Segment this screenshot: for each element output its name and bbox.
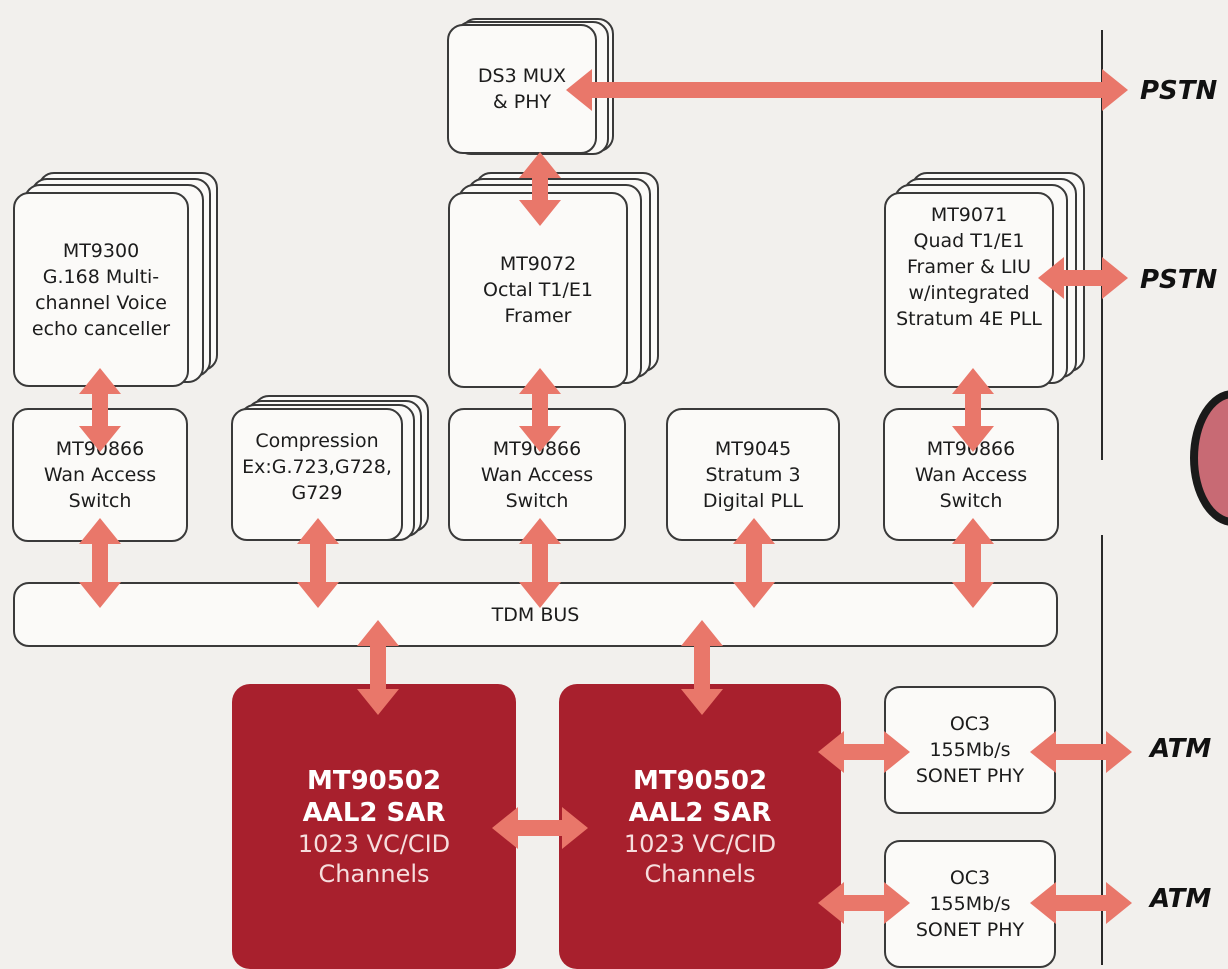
arrow-mt9072-to-switch <box>519 368 561 452</box>
arrow-mt9071-to-switch <box>952 368 994 452</box>
arrow-ds3-to-mt9072 <box>519 152 561 226</box>
arrow-bus-to-sar-right <box>681 620 723 715</box>
arrow-oc3-top-to-atm <box>1030 731 1132 773</box>
arrow-oc3-bottom-to-atm <box>1030 882 1132 924</box>
arrow-sar-to-sar <box>492 807 588 849</box>
arrow-ds3-to-pstn <box>566 69 1128 111</box>
arrow-compression-to-bus <box>297 518 339 608</box>
arrow-mt9300-to-switch <box>79 368 121 452</box>
arrow-switch-left-to-bus <box>79 518 121 608</box>
arrow-mt9045-to-bus <box>733 518 775 608</box>
arrow-sar-to-oc3-bottom <box>818 882 910 924</box>
arrow-bus-to-sar-left <box>357 620 399 715</box>
arrow-switch-right-to-bus <box>952 518 994 608</box>
arrow-mt9071-to-pstn <box>1038 257 1128 299</box>
arrow-sar-to-oc3-top <box>818 731 910 773</box>
arrow-switch-mid-to-bus <box>519 518 561 608</box>
